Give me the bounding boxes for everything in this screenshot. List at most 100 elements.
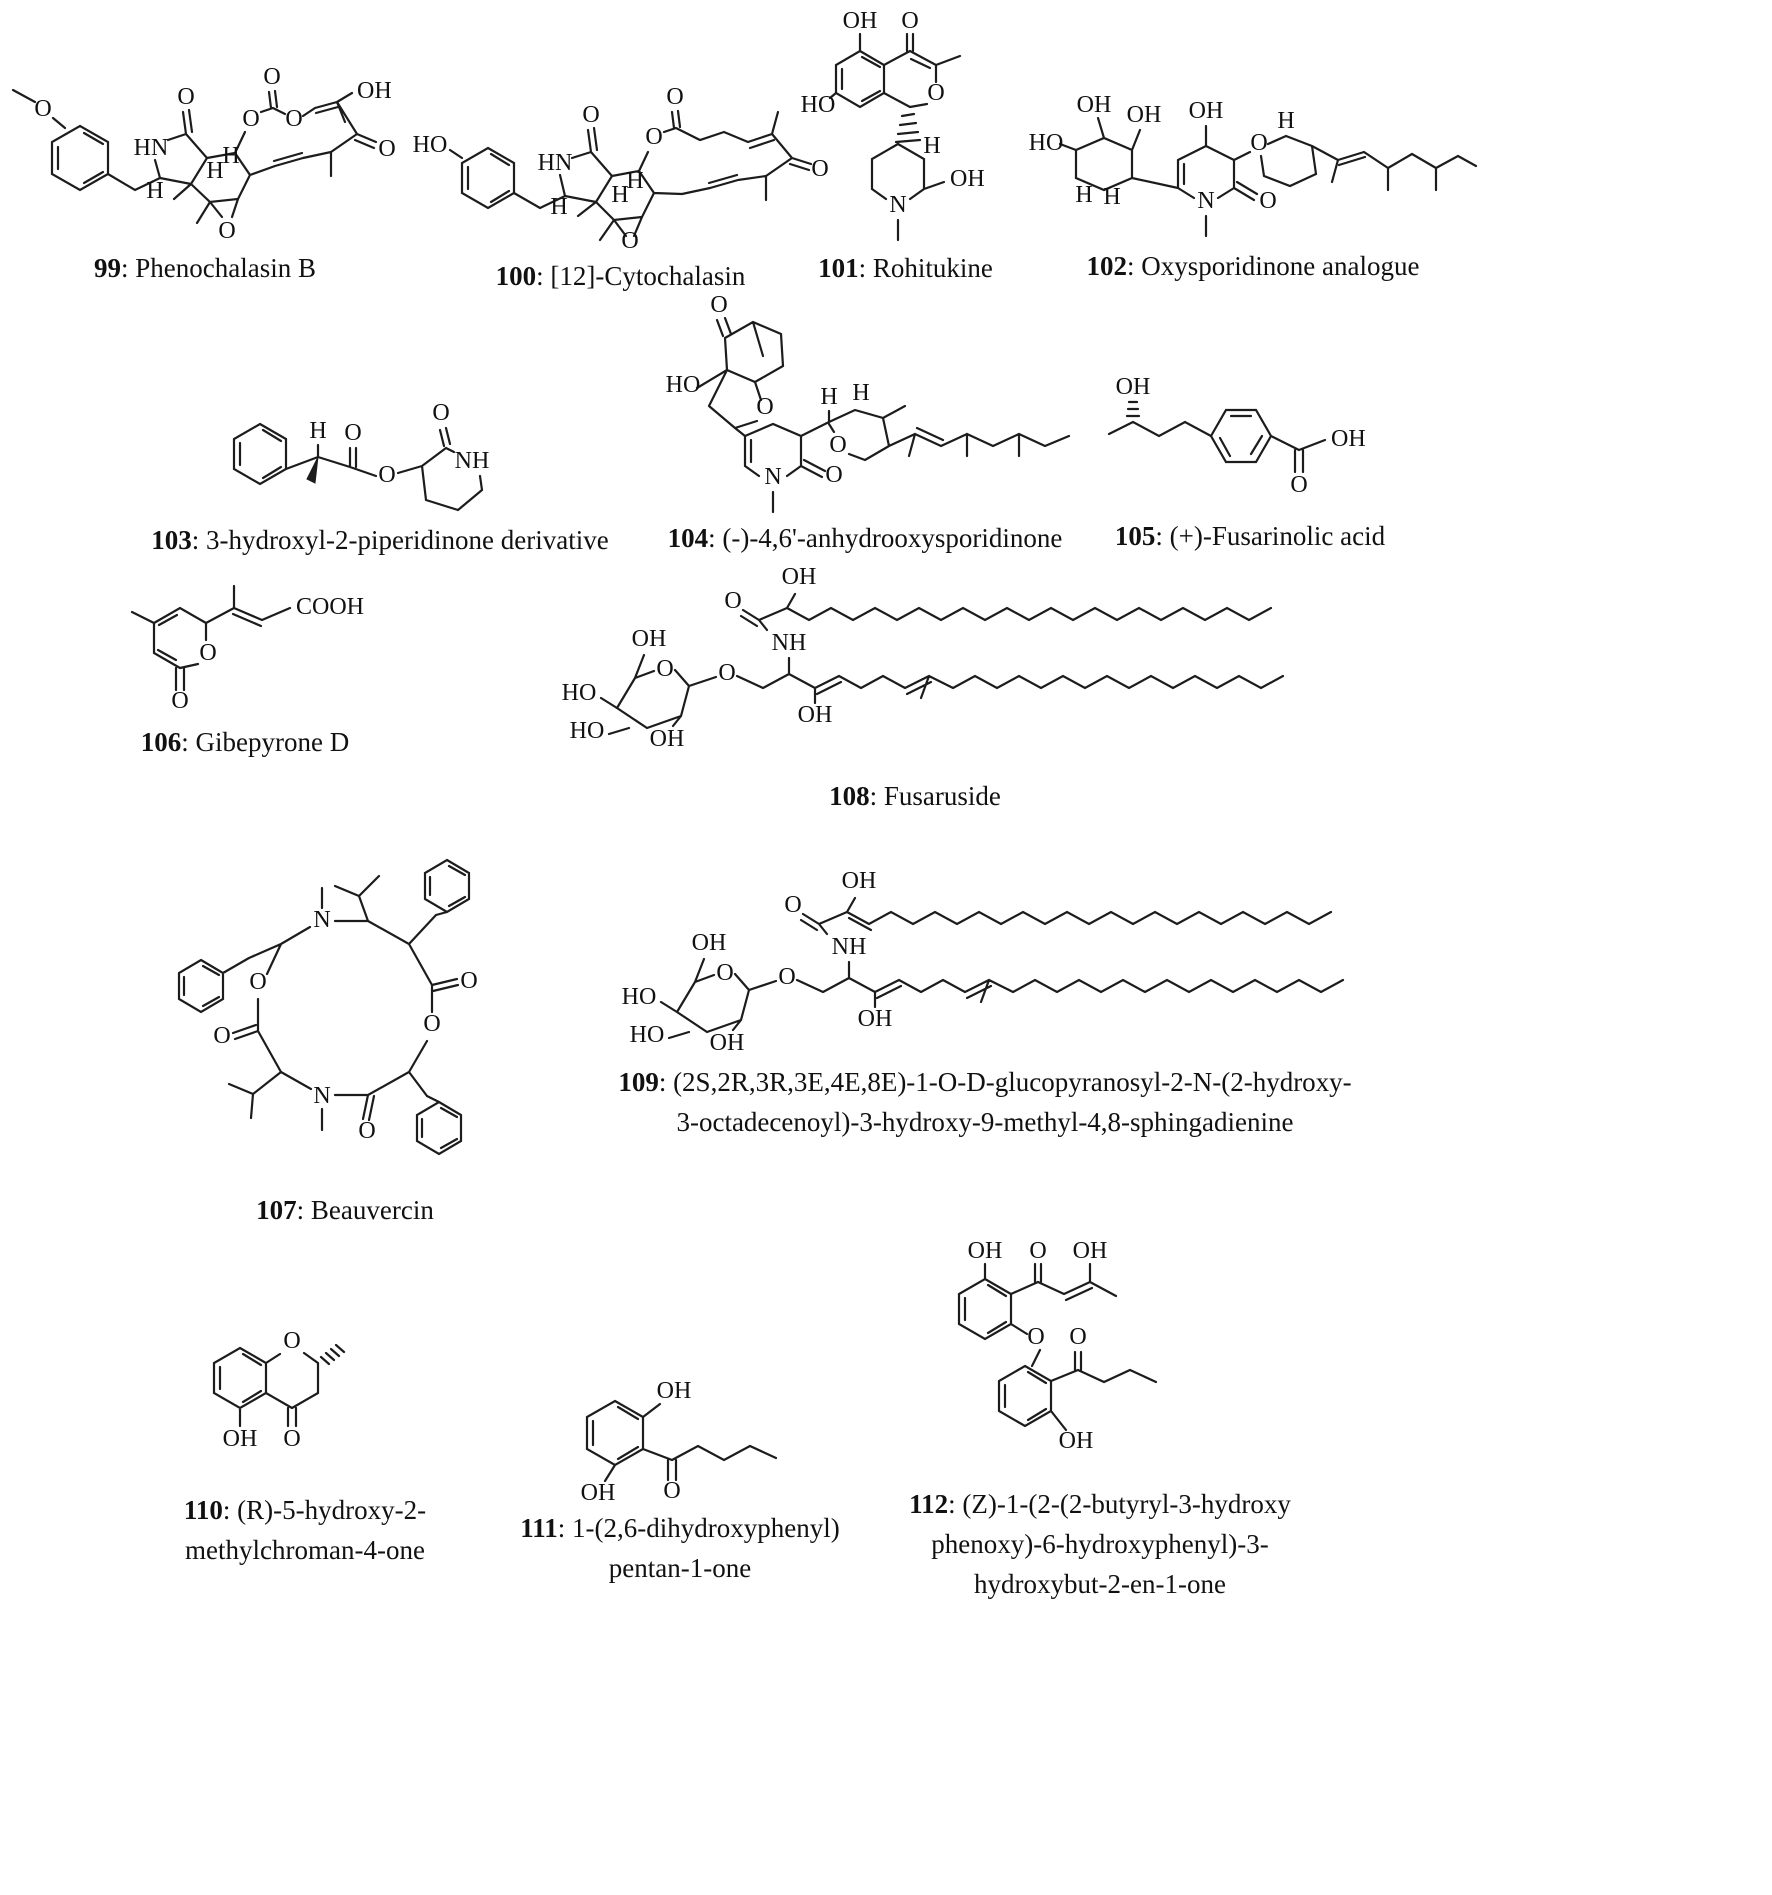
atom-label: O bbox=[1290, 472, 1307, 498]
compound-number: 102 bbox=[1086, 251, 1128, 281]
compound-number: 111 bbox=[520, 1513, 558, 1543]
compound-name: : 1-(2,6-dihydroxyphenyl) bbox=[557, 1513, 840, 1543]
compound-109: OH O HO HO OH O NH O OH OH 109: (2S,2R,3… bbox=[575, 852, 1395, 1142]
compound-99: O HN O O O O OH O O H H H 99: Phenochala… bbox=[5, 8, 405, 288]
compound-106-caption: 106: Gibepyrone D bbox=[100, 722, 390, 762]
atom-label: O bbox=[645, 124, 662, 150]
atom-labels: H O O O NH bbox=[309, 400, 489, 488]
bonds bbox=[448, 109, 813, 242]
compound-110-caption: 110: (R)-5-hydroxy-2- methylchroman-4-on… bbox=[140, 1490, 470, 1570]
compound-number: 108 bbox=[829, 781, 870, 811]
atom-labels: HO HN O O O O O H H H bbox=[413, 84, 829, 254]
compound-107: O O N N O O O 107: Beauvercin bbox=[95, 798, 595, 1230]
atom-label: OH bbox=[858, 1006, 893, 1032]
compound-110: O OH O 110: (R)-5-hydroxy-2- methylchrom… bbox=[140, 1298, 470, 1570]
compound-102-caption: 102: Oxysporidinone analogue bbox=[1028, 246, 1478, 286]
compound-name-line2: 3-octadecenoyl)-3-hydroxy-9-methyl-4,8-s… bbox=[676, 1107, 1294, 1137]
structure-104: O HO O N O H O H bbox=[666, 292, 1071, 514]
atom-label: N bbox=[889, 192, 906, 218]
atom-label: OH bbox=[223, 1426, 258, 1452]
atom-label: OH bbox=[632, 626, 667, 652]
compound-number: 104 bbox=[667, 523, 709, 553]
atom-label: N bbox=[764, 464, 781, 490]
bonds bbox=[1058, 116, 1478, 238]
atom-label: HO bbox=[801, 92, 836, 118]
compound-name-line2: pentan-1-one bbox=[608, 1553, 752, 1583]
compound-103: H O O O NH 103: 3-hydroxyl-2-piperidinon… bbox=[140, 372, 620, 560]
structure-107: O O N N O O O bbox=[177, 858, 478, 1156]
compound-105-caption: 105: (+)-Fusarinolic acid bbox=[1085, 516, 1415, 556]
compound-104-caption: 104: (-)-4,6'-anhydrooxysporidinone bbox=[645, 518, 1085, 558]
atom-label: O bbox=[716, 960, 733, 986]
atom-labels: O HN O O O O OH O O H H H bbox=[34, 64, 395, 244]
atom-label: O bbox=[1029, 1238, 1046, 1264]
atom-label: OH bbox=[843, 8, 878, 34]
compound-111-caption: 111: 1-(2,6-dihydroxyphenyl) pentan-1-on… bbox=[500, 1508, 860, 1588]
compound-name: : Beauvercin bbox=[296, 1195, 434, 1225]
atom-label: HO bbox=[1029, 130, 1064, 156]
compound-number: 109 bbox=[618, 1067, 659, 1097]
atom-label: H bbox=[852, 380, 869, 406]
atom-label: HO bbox=[622, 984, 657, 1010]
compound-name: : (+)-Fusarinolic acid bbox=[1155, 521, 1386, 551]
compound-103-caption: 103: 3-hydroxyl-2-piperidinone derivativ… bbox=[140, 520, 620, 560]
atom-label: O bbox=[378, 462, 395, 488]
atom-label: O bbox=[263, 64, 280, 90]
compound-name: : 3-hydroxyl-2-piperidinone derivative bbox=[191, 525, 609, 555]
atom-label: O bbox=[1027, 1324, 1044, 1350]
compound-name: : Phenochalasin B bbox=[121, 253, 316, 283]
bonds bbox=[957, 1262, 1158, 1432]
bonds bbox=[695, 316, 1071, 514]
atom-label: O bbox=[460, 968, 477, 994]
compound-111: OH OH O 111: 1-(2,6-dihydroxyphenyl) pen… bbox=[500, 1338, 860, 1588]
atom-label: O bbox=[1259, 188, 1276, 214]
bonds bbox=[130, 584, 292, 692]
compound-number: 110 bbox=[183, 1495, 223, 1525]
bonds bbox=[659, 896, 1345, 1040]
atom-label: OH bbox=[1116, 374, 1151, 400]
atom-label: H bbox=[222, 143, 239, 169]
atom-label: HN bbox=[134, 135, 169, 161]
compound-name-line2: phenoxy)-6-hydroxyphenyl)-3- bbox=[931, 1529, 1269, 1559]
atom-label: O bbox=[242, 106, 259, 132]
atom-label: H bbox=[820, 384, 837, 410]
atom-label: H bbox=[309, 418, 326, 444]
atom-label: O bbox=[710, 292, 727, 318]
atom-labels: OH O OH O O OH bbox=[968, 1238, 1108, 1454]
atom-label: NH bbox=[772, 630, 807, 656]
compound-number: 105 bbox=[1114, 521, 1156, 551]
atom-labels: OH OH O bbox=[581, 1378, 692, 1506]
compound-101: OH O HO O N OH H 101: Rohitukine bbox=[798, 4, 1013, 288]
structure-111: OH OH O bbox=[581, 1378, 778, 1506]
atom-label: H bbox=[1103, 184, 1120, 210]
compound-112: OH O OH O O OH 112: (Z)-1-(2-(2-butyryl-… bbox=[880, 1234, 1320, 1604]
atom-label: HO bbox=[562, 680, 597, 706]
atom-label: OH bbox=[1077, 92, 1112, 118]
atom-labels: OH O HO HO OH O NH O OH OH bbox=[622, 868, 893, 1056]
atom-label: OH bbox=[357, 78, 392, 104]
atom-label: O bbox=[663, 1478, 680, 1504]
atom-label: O bbox=[582, 102, 599, 128]
atom-label: O bbox=[378, 136, 395, 162]
atom-label: HO bbox=[570, 718, 605, 744]
structure-109: OH O HO HO OH O NH O OH OH bbox=[622, 868, 1345, 1056]
bonds bbox=[1107, 400, 1327, 474]
atom-label: O bbox=[249, 969, 266, 995]
atom-label: O bbox=[666, 84, 683, 110]
atom-label: O bbox=[811, 156, 828, 182]
compound-105: OH O OH 105: (+)-Fusarinolic acid bbox=[1085, 372, 1415, 556]
atom-label: O bbox=[34, 96, 51, 122]
compound-name: : (Z)-1-(2-(2-butyryl-3-hydroxy bbox=[948, 1489, 1291, 1519]
atom-label: H bbox=[206, 158, 223, 184]
compound-name: : Fusaruside bbox=[869, 781, 1001, 811]
structure-102: HO OH OH OH H H N O O H bbox=[1029, 92, 1478, 238]
atom-label: O bbox=[1250, 130, 1267, 156]
compound-108: OH O HO HO OH O NH O OH OH 108: Fusarusi… bbox=[515, 548, 1315, 816]
atom-label: O bbox=[285, 106, 302, 132]
compound-name-line2: methylchroman-4-one bbox=[185, 1535, 425, 1565]
atom-label: HO bbox=[413, 132, 448, 158]
atom-label: O bbox=[724, 588, 741, 614]
atom-label: H bbox=[611, 182, 628, 208]
compound-109-caption: 109: (2S,2R,3R,3E,4E,8E)-1-O-D-glucopyra… bbox=[575, 1062, 1395, 1142]
